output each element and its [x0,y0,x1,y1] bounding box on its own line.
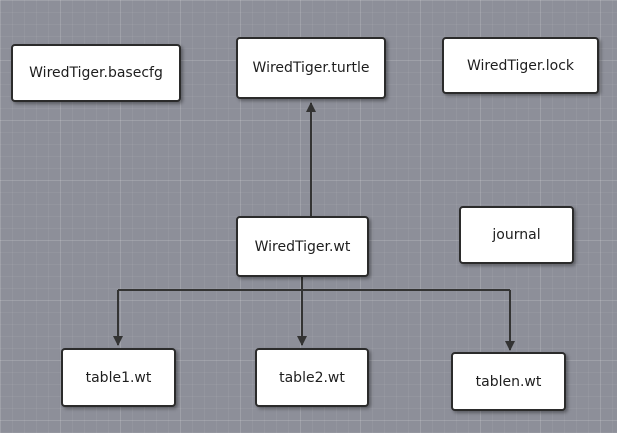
node-tablen-label: tablen.wt [475,373,542,390]
node-table2-label: table2.wt [279,369,345,386]
node-table1[interactable]: table1.wt [61,348,176,407]
node-wt[interactable]: WiredTiger.wt [236,216,369,277]
node-table2[interactable]: table2.wt [255,348,369,407]
node-journal-label: journal [492,227,541,243]
node-wt-label: WiredTiger.wt [254,238,351,255]
node-basecfg-label: WiredTiger.basecfg [29,65,163,81]
node-basecfg[interactable]: WiredTiger.basecfg [11,44,181,102]
node-lock-label: WiredTiger.lock [466,57,575,74]
node-table1-label: table1.wt [85,369,152,386]
node-lock[interactable]: WiredTiger.lock [442,37,599,94]
node-turtle[interactable]: WiredTiger.turtle [236,37,386,99]
node-tablen[interactable]: tablen.wt [451,352,566,411]
node-journal[interactable]: journal [459,206,574,264]
node-turtle-label: WiredTiger.turtle [252,60,370,76]
